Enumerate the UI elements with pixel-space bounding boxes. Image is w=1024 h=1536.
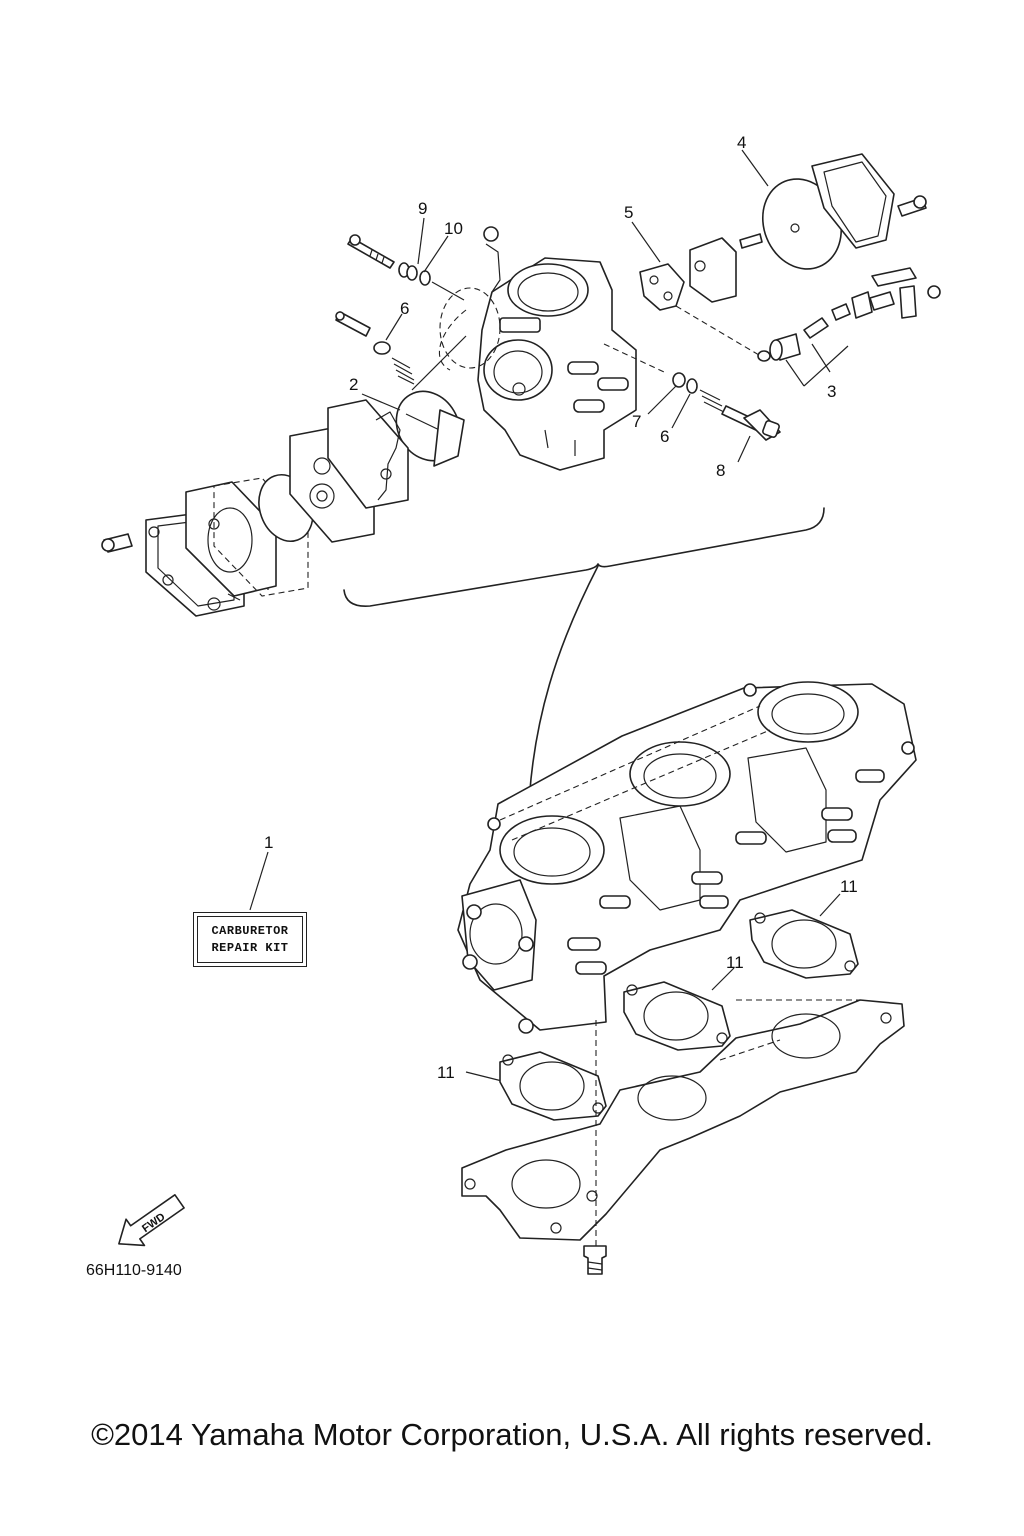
callout-5: 5 <box>624 203 633 222</box>
callout-10: 10 <box>444 219 463 238</box>
cap-assembly <box>689 233 763 303</box>
fuel-pump-stack <box>101 399 409 617</box>
callout-7: 7 <box>632 412 641 431</box>
assembly-brace <box>343 507 825 607</box>
diagram-part-code: 66H110-9140 <box>86 1262 182 1279</box>
callout-2: 2 <box>349 375 358 394</box>
callout-8: 8 <box>716 461 725 480</box>
fwd-arrow: FWD <box>118 1193 185 1247</box>
callout-3: 3 <box>827 382 836 401</box>
carburetor-bank <box>457 681 917 1034</box>
callout-leaders <box>249 149 849 1083</box>
pilot-screw-part-9 <box>347 234 465 301</box>
callout-6-upper: 6 <box>400 299 409 318</box>
upper-carburetor-assembly <box>101 153 941 844</box>
callout-11-left: 11 <box>437 1063 455 1082</box>
carburetor-repair-kit-label: CARBURETOR REPAIR KIT <box>193 912 307 967</box>
callout-numbers: 4 5 9 10 6 2 3 7 6 8 1 11 11 11 <box>264 133 858 1082</box>
callout-1: 1 <box>264 833 273 852</box>
diaphragm-part-4 <box>761 153 927 270</box>
gasket-part-5 <box>639 263 765 359</box>
kit-label-frame: CARBURETOR REPAIR KIT <box>197 916 303 963</box>
callout-11-middle: 11 <box>726 953 744 972</box>
copyright-notice: ©2014 Yamaha Motor Corporation, U.S.A. A… <box>91 1417 933 1452</box>
callout-11-right: 11 <box>840 877 858 896</box>
carburetor-body <box>438 226 637 471</box>
screw-stack-parts-6-7-8 <box>603 343 781 441</box>
diaphragm-part-2 <box>395 390 465 467</box>
callout-9: 9 <box>418 199 427 218</box>
kit-label-line-1: CARBURETOR <box>211 923 289 938</box>
callout-6-lower: 6 <box>660 427 669 446</box>
needle-valve-part-3 <box>757 267 941 362</box>
intake-manifold <box>461 999 905 1275</box>
adjust-screw-part-6-upper <box>335 311 467 391</box>
callout-4: 4 <box>737 133 746 152</box>
flange-gaskets-part-11 <box>499 909 859 1121</box>
kit-label-line-2: REPAIR KIT <box>211 940 289 955</box>
